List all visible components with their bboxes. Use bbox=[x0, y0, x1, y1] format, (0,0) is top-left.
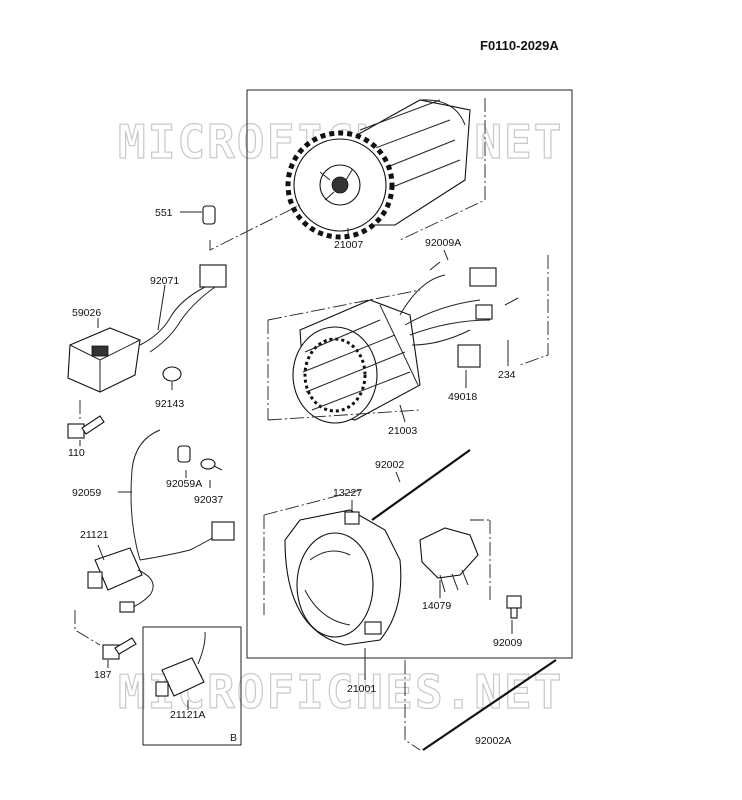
bolt-110[interactable] bbox=[67, 415, 105, 439]
part-label-234: 234 bbox=[498, 369, 516, 381]
end-cover-21001[interactable] bbox=[284, 509, 402, 646]
part-label-92002a: 92002A bbox=[475, 735, 511, 747]
part-label-21003: 21003 bbox=[388, 425, 417, 437]
through-bolt-92002a[interactable] bbox=[422, 659, 557, 751]
part-label-92002: 92002 bbox=[375, 459, 404, 471]
part-label-92037: 92037 bbox=[194, 494, 223, 506]
part-label-92009: 92009 bbox=[493, 637, 522, 649]
rectifier-59026[interactable] bbox=[67, 327, 141, 393]
part-label-21007: 21007 bbox=[334, 239, 363, 251]
ignition-coil-21121a[interactable] bbox=[155, 631, 206, 697]
through-bolt-92002[interactable] bbox=[371, 449, 471, 521]
part-label-14079: 14079 bbox=[422, 600, 451, 612]
harness-92071[interactable] bbox=[139, 264, 227, 353]
cap-92059a[interactable] bbox=[177, 445, 191, 463]
part-label-49018: 49018 bbox=[448, 391, 477, 403]
part-label-92059: 92059 bbox=[72, 487, 101, 499]
ignition-coil-21121[interactable] bbox=[87, 521, 235, 613]
bolt-187[interactable] bbox=[102, 637, 137, 660]
part-label-92143: 92143 bbox=[155, 398, 184, 410]
part-label-21001: 21001 bbox=[347, 683, 376, 695]
lead-wire-92059[interactable] bbox=[130, 429, 161, 561]
part-label-59026: 59026 bbox=[72, 307, 101, 319]
diagram-code: F0110-2029A bbox=[480, 38, 559, 53]
bolt-92009[interactable] bbox=[506, 595, 522, 619]
part-label-92071: 92071 bbox=[150, 275, 179, 287]
rotor-21007[interactable] bbox=[285, 99, 471, 240]
part-label-21121: 21121 bbox=[80, 529, 109, 541]
inset-box-b bbox=[142, 626, 242, 746]
part-label-187: 187 bbox=[94, 669, 112, 681]
part-label-13227: 13227 bbox=[333, 487, 362, 499]
brush-holder-14079[interactable] bbox=[419, 527, 479, 593]
exploded-guides bbox=[74, 98, 549, 751]
terminal-92037[interactable] bbox=[200, 458, 223, 471]
part-label-92059a: 92059A bbox=[166, 478, 202, 490]
leader-lines bbox=[79, 211, 513, 710]
part-label-551: 551 bbox=[155, 207, 173, 219]
stator-21003[interactable] bbox=[292, 261, 519, 424]
inset-label: B bbox=[230, 732, 237, 744]
part-label-110: 110 bbox=[68, 447, 85, 459]
part-label-21121a: 21121A bbox=[170, 709, 205, 721]
clamp-92143[interactable] bbox=[162, 366, 182, 382]
part-label-92009a: 92009A bbox=[425, 237, 461, 249]
pin-551[interactable] bbox=[202, 205, 216, 225]
assembly-frame bbox=[246, 89, 573, 659]
